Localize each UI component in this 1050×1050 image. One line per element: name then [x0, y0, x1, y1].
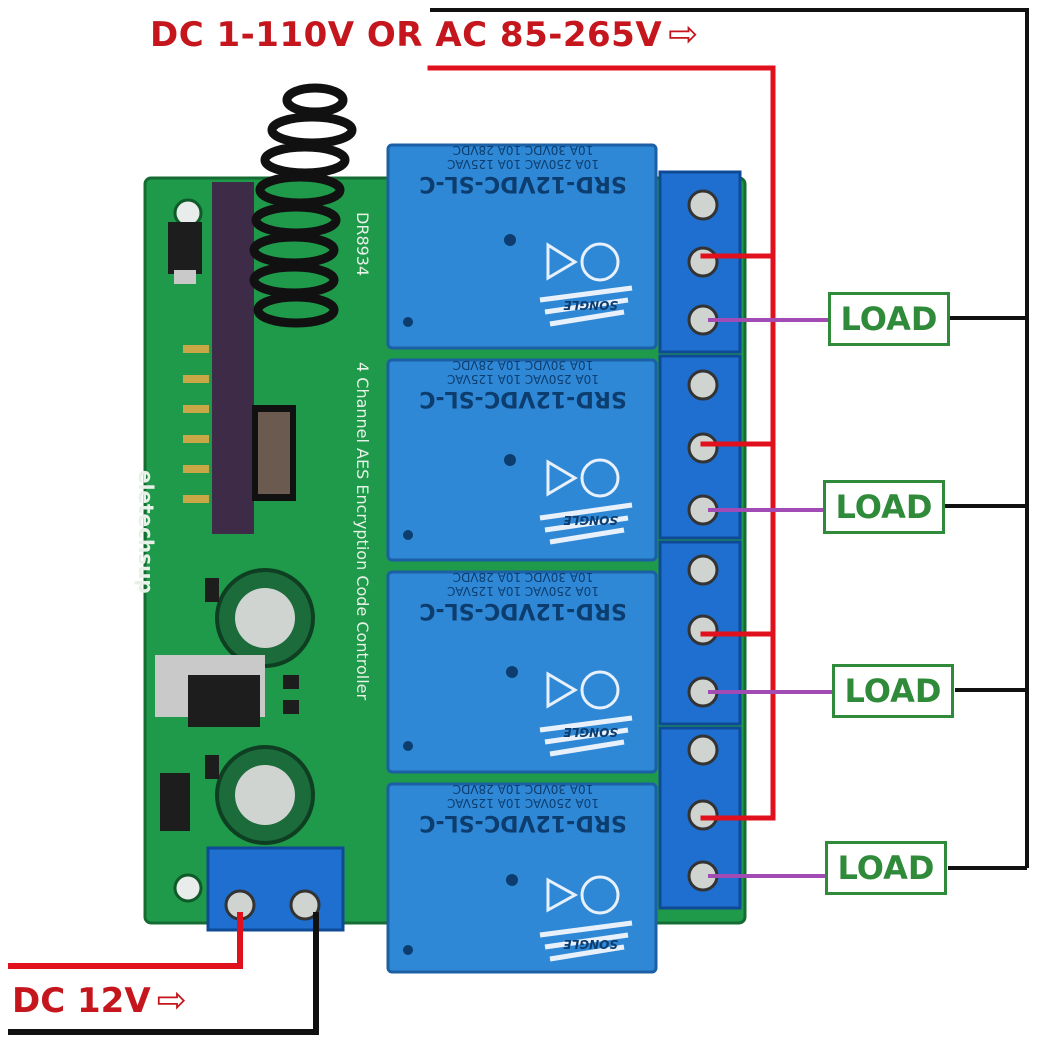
- relay-model: SRD-12VDC-SL-C: [419, 171, 627, 196]
- mounting-hole: [173, 873, 203, 903]
- pcb-model: DR8934: [353, 212, 372, 277]
- relay-rating: 10A 30VDC 10A 28VDC: [452, 143, 594, 157]
- load-box-4: LOAD: [825, 841, 947, 895]
- capacitor-bottom-cap: [235, 765, 295, 825]
- load-label: LOAD: [844, 672, 942, 710]
- load-label: LOAD: [837, 849, 935, 887]
- relay: [386, 143, 658, 350]
- relay-rating: 10A 250VAC 10A 125VAC: [447, 796, 599, 810]
- load-label: LOAD: [835, 488, 933, 526]
- relay-model: SRD-12VDC-SL-C: [419, 598, 627, 623]
- smd-components: [205, 578, 299, 779]
- relay-maker: SONGLE: [563, 937, 618, 951]
- capacitor-top-cap: [235, 588, 295, 648]
- relay-maker: SONGLE: [563, 725, 618, 739]
- relay-rating: 10A 250VAC 10A 125VAC: [447, 157, 599, 171]
- transistor-tab: [174, 270, 196, 284]
- relay-maker: SONGLE: [563, 298, 618, 312]
- regulator-chip: [188, 675, 260, 727]
- pcb-title: 4 Channel AES Encryption Code Controller: [353, 362, 372, 701]
- crystal-body: [258, 412, 290, 494]
- main-supply-text: DC 1-110V OR AC 85-265V: [150, 15, 663, 55]
- relay-rating: 10A 250VAC 10A 125VAC: [447, 584, 599, 598]
- arrow-right-icon: ⇨: [668, 14, 699, 55]
- dc12v-negative-wire: [8, 912, 319, 1035]
- rf-receiver-module: [212, 182, 254, 534]
- relay-rating: 10A 30VDC 10A 28VDC: [452, 782, 594, 796]
- pcb-brand: eletechsup: [134, 470, 158, 594]
- antenna-coil: [249, 83, 357, 328]
- relay: [386, 570, 658, 774]
- neutral-wire: [430, 8, 1029, 870]
- live-wire: [427, 65, 776, 821]
- load-box-2: LOAD: [823, 480, 945, 534]
- control-supply-text: DC 12V: [12, 981, 151, 1021]
- main-supply-label: DC 1-110V OR AC 85-265V⇨: [150, 14, 699, 55]
- power-terminal-screw-negative: [289, 889, 321, 921]
- relay-rating: 10A 30VDC 10A 28VDC: [452, 358, 594, 372]
- load-wire: [708, 318, 832, 878]
- load-label: LOAD: [840, 300, 938, 338]
- transistor-chip: [168, 222, 202, 274]
- load-box-1: LOAD: [828, 292, 950, 346]
- diode: [160, 773, 190, 831]
- receiver-pins: [183, 345, 209, 503]
- dc12v-positive-wire: [8, 912, 243, 969]
- power-terminal-block: [206, 846, 345, 932]
- load-box-3: LOAD: [832, 664, 954, 718]
- relay: [386, 782, 658, 974]
- relay-rating: 10A 30VDC 10A 28VDC: [452, 570, 594, 584]
- relay: [386, 358, 658, 562]
- arrow-right-icon: ⇨: [156, 980, 187, 1021]
- relay-model: SRD-12VDC-SL-C: [419, 386, 627, 411]
- relay-rating: 10A 250VAC 10A 125VAC: [447, 372, 599, 386]
- relay-model: SRD-12VDC-SL-C: [419, 810, 627, 835]
- control-supply-label: DC 12V⇨: [12, 980, 187, 1021]
- relay-maker: SONGLE: [563, 513, 618, 527]
